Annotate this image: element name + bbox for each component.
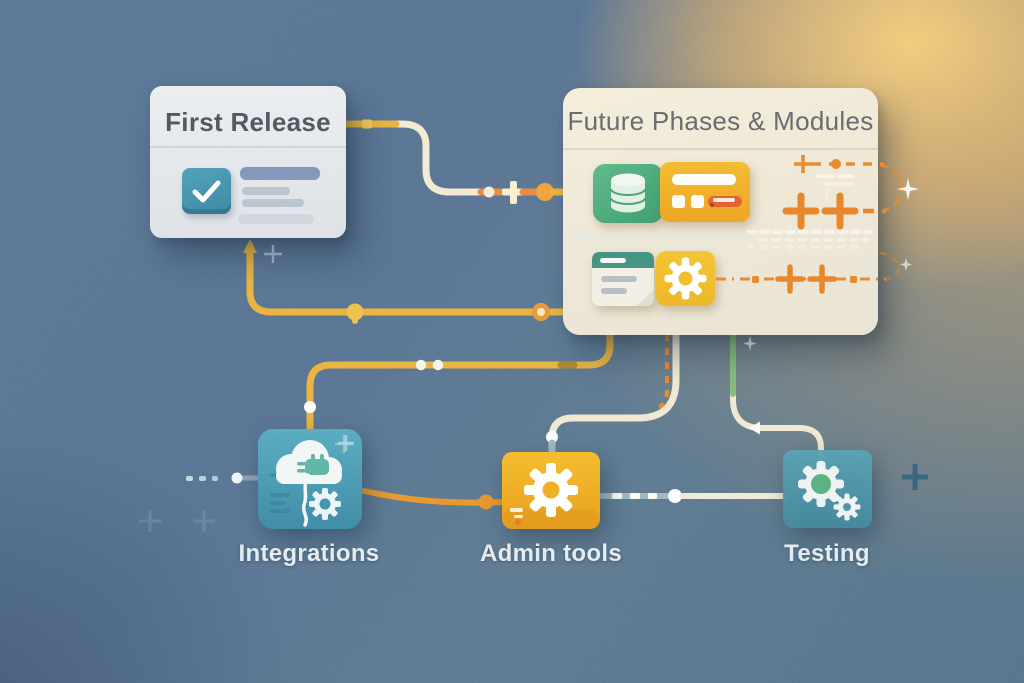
cloud-plug-icon: [258, 429, 362, 529]
white-dot-marker: [304, 401, 316, 413]
edge-future-to-testing: [730, 331, 824, 461]
settings-gear-module-icon: [656, 251, 715, 311]
first-release-card: First Release: [150, 86, 346, 238]
testing-label: Testing: [784, 540, 870, 567]
text-line-placeholder: [242, 187, 290, 195]
small-gear-icon: [833, 493, 861, 521]
edge-admin-to-testing: [598, 489, 787, 503]
up-arrowhead: [243, 239, 257, 253]
edge-first-to-future-bottom: [243, 239, 570, 324]
left-dashed-decoration: [186, 472, 262, 484]
edge-first-to-future-top: [341, 119, 570, 204]
testing-node: [783, 450, 872, 533]
admin-gear-icon: [502, 452, 600, 529]
edge-integrations-to-admin: [361, 488, 509, 510]
document-module-icon: [592, 252, 654, 311]
text-line-placeholder: [238, 214, 314, 224]
green-hub: [811, 474, 831, 494]
card-divider: [150, 146, 346, 148]
integrations-node: [258, 429, 362, 534]
yellow-square-marker: [362, 119, 372, 129]
orange-dot-marker: [478, 494, 494, 510]
admin-tools-label: Admin tools: [480, 540, 622, 567]
integrations-label: Integrations: [238, 540, 380, 567]
text-line-placeholder: [240, 167, 320, 180]
text-line-placeholder: [242, 199, 304, 207]
checked-checkbox-icon: [182, 168, 231, 214]
cream-dot-marker: [483, 186, 495, 198]
yellow-dot-marker: [346, 303, 364, 321]
database-module-icon: [593, 164, 663, 228]
gear-icon: [524, 463, 578, 517]
testing-gears-icon: [783, 450, 872, 528]
gear-icon: [309, 488, 341, 520]
admin-tools-node: [502, 452, 600, 534]
first-release-title: First Release: [165, 107, 331, 137]
orange-dashed-companion: [657, 334, 669, 409]
future-phases-title: Future Phases & Modules: [567, 106, 874, 136]
gear-icon: [664, 257, 707, 300]
future-phases-card: Future Phases & Modules: [563, 88, 878, 335]
white-dot-marker: [668, 489, 682, 503]
card-divider: [563, 148, 878, 150]
white-dot-marker: [415, 359, 427, 371]
billing-card-module-icon: [660, 162, 750, 227]
